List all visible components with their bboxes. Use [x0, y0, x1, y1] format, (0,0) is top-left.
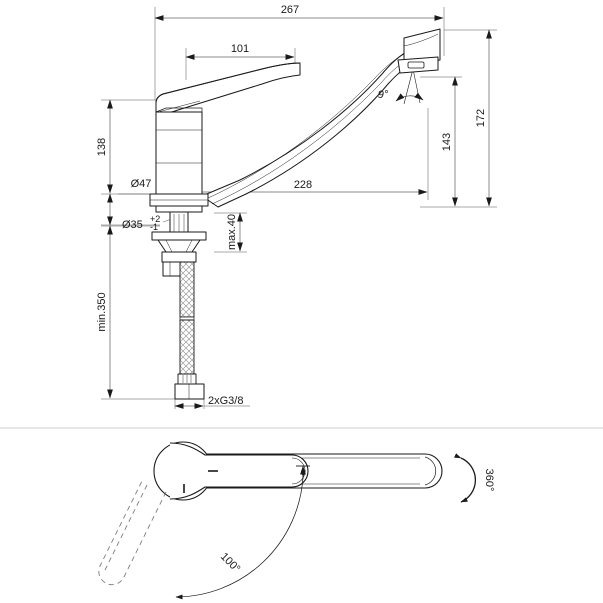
- plan-annotations: [175, 453, 477, 600]
- spout-arm: [201, 40, 433, 208]
- dim-label-d35-group: Ø35 +2 -1: [122, 214, 160, 232]
- g38-connector: [174, 383, 205, 400]
- lever-top-edge: [155, 62, 301, 104]
- dim-label-d35-tol-minus: -1: [150, 222, 158, 232]
- dim-label-267: 267: [281, 4, 299, 16]
- dim-label-100deg: 100°: [218, 551, 243, 576]
- lever-handle: [155, 62, 301, 114]
- cone-rib-2: [185, 239, 193, 253]
- lock-nut: [161, 251, 197, 263]
- plan-lever-ghost: [98, 480, 167, 586]
- angle-leader-9-a: [403, 68, 414, 105]
- body-collar: [155, 107, 203, 113]
- mixer-body: [155, 111, 203, 195]
- flex-hose-upper: [179, 261, 195, 318]
- dim-label-143: 143: [441, 133, 453, 151]
- spout-nose: [403, 28, 441, 67]
- elevation-dimension-text: 267 101 138 228 143 172 9° Ø47 Ø35 +2 -1…: [96, 4, 487, 407]
- cone-rib-1: [165, 239, 173, 253]
- dim-label-138: 138: [96, 138, 108, 156]
- plan-arc-360: [454, 453, 477, 503]
- dim-label-172: 172: [475, 109, 487, 127]
- angle-arc-9: [395, 92, 424, 102]
- plan-arc-100: [175, 470, 306, 600]
- ferrule-ribs: [182, 375, 192, 383]
- dim-label-min350: min.350: [96, 292, 108, 331]
- faucet-plan-geometry: [98, 441, 443, 586]
- dim-label-228: 228: [294, 179, 312, 191]
- dim-label-d35-tol-plus: +2: [150, 214, 160, 224]
- faucet-elevation-geometry: [149, 28, 441, 400]
- flex-hose-lower: [179, 319, 195, 375]
- dim-label-max40: max.40: [226, 214, 238, 250]
- mounting-plate: [151, 231, 207, 241]
- spout-nose-line: [403, 33, 439, 47]
- mounting-cone: [157, 239, 201, 253]
- dim-label-g38: 2xG3/8: [208, 395, 243, 407]
- lever-underside-line: [157, 100, 201, 113]
- spout-inner-line-1: [205, 42, 431, 200]
- dim-label-101: 101: [231, 43, 249, 55]
- plan-lever-outline: [169, 442, 309, 500]
- base-gasket: [155, 205, 203, 213]
- dim-label-d35: Ø35: [122, 219, 143, 231]
- dim-label-d47: Ø47: [131, 178, 152, 190]
- dim-label-360deg: 360°: [483, 469, 495, 492]
- plan-spout-end-inner: [424, 456, 437, 486]
- elevation-dimension-lines: [101, 7, 497, 409]
- dim-label-9deg: 9°: [378, 89, 389, 101]
- aerator-insert: [407, 61, 425, 69]
